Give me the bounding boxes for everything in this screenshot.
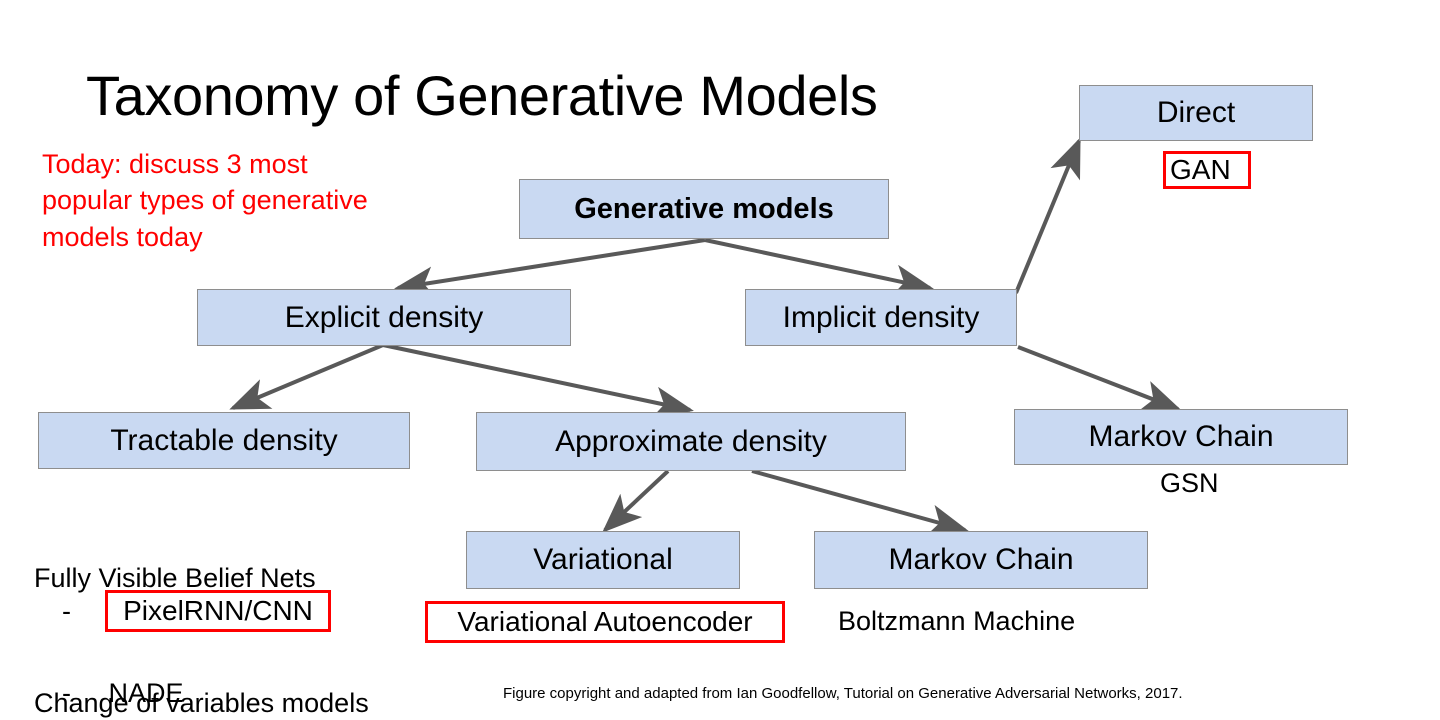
edge-generative-to-explicit: [394, 238, 706, 299]
left-tail-line-1: Change of variables models: [34, 687, 369, 718]
highlight-pixelrnn-cnn[interactable]: PixelRNN/CNN: [105, 590, 331, 632]
page-title: Taxonomy of Generative Models: [86, 64, 878, 127]
edge-explicit-to-approximate: [382, 343, 694, 419]
edge-explicit-to-tractable: [229, 343, 384, 410]
edge-implicit-to-markovchain: [1017, 345, 1182, 411]
left-tail: Change of variables models (nonlinear IC…: [34, 607, 369, 720]
label-boltzmann-machine: Boltzmann Machine: [838, 606, 1076, 636]
highlight-variational-autoencoder[interactable]: Variational Autoencoder: [425, 601, 785, 643]
label-gsn: GSN: [1160, 468, 1219, 498]
node-markov-chain-approx[interactable]: Markov Chain: [814, 531, 1148, 589]
left-list-heading: Fully Visible Belief Nets: [34, 562, 316, 593]
footer-credit: Figure copyright and adapted from Ian Go…: [503, 685, 1183, 702]
left-list-dash-pixelrnn: -: [62, 596, 71, 626]
node-tractable-density[interactable]: Tractable density: [38, 412, 410, 469]
edge-generative-to-implicit: [704, 238, 934, 297]
left-list-item-nade: - NADE: [62, 677, 184, 708]
node-implicit-density[interactable]: Implicit density: [745, 289, 1017, 346]
edge-implicit-to-direct: [1014, 137, 1081, 294]
edge-approximate-to-markovchain: [751, 469, 969, 536]
left-list: Fully Visible Belief Nets - NADE - MADE: [34, 482, 316, 720]
node-explicit-density[interactable]: Explicit density: [197, 289, 571, 346]
node-approximate-density[interactable]: Approximate density: [476, 412, 906, 471]
node-direct[interactable]: Direct: [1079, 85, 1313, 141]
highlight-gan[interactable]: GAN: [1163, 151, 1251, 189]
node-markov-chain-implicit[interactable]: Markov Chain: [1014, 409, 1348, 465]
edge-approximate-to-variational: [602, 469, 670, 533]
today-note: Today: discuss 3 most popular types of g…: [42, 149, 368, 252]
node-generative-models[interactable]: Generative models: [519, 179, 889, 239]
node-variational[interactable]: Variational: [466, 531, 740, 589]
